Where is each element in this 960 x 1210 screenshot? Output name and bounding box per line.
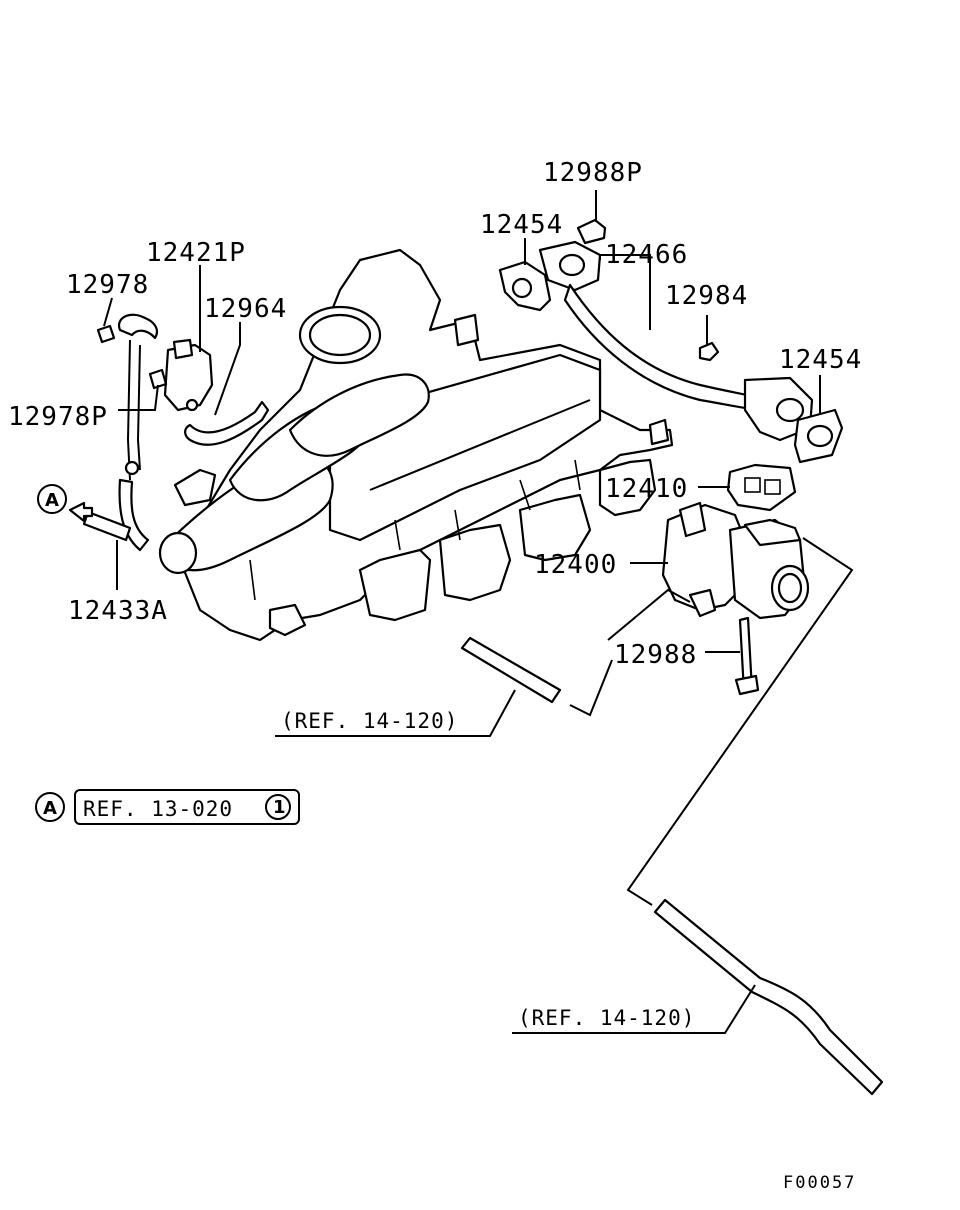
- marker-a-top: A: [37, 484, 67, 514]
- callout-12410: 12410: [605, 474, 688, 504]
- marker-a-bottom: A: [35, 792, 65, 822]
- callout-12421P: 12421P: [146, 238, 246, 268]
- reference-box-label: REF. 13-020: [83, 797, 233, 821]
- figure-id: F00057: [783, 1173, 856, 1193]
- leader-lines: [68, 190, 854, 1034]
- callout-12400: 12400: [534, 550, 617, 580]
- egr-assembly-drawing: [498, 218, 844, 696]
- callout-12978: 12978: [66, 270, 149, 300]
- callout-12984: 12984: [665, 281, 748, 311]
- reference-label-bottom: (REF. 14-120): [518, 1006, 695, 1030]
- svg-text:A: A: [45, 490, 59, 511]
- svg-text:A: A: [43, 798, 57, 819]
- intake-manifold-drawing: [158, 248, 674, 642]
- callout-12454-top: 12454: [480, 210, 563, 240]
- reference-box-circle-number: 1: [273, 797, 286, 818]
- callout-12988: 12988: [614, 640, 697, 670]
- reference-label-mid: (REF. 14-120): [281, 709, 458, 733]
- solenoid-hose-drawing: [82, 313, 270, 552]
- callout-12964: 12964: [204, 294, 287, 324]
- reference-box: REF. 13-020 1: [74, 789, 300, 825]
- callout-12433A: 12433A: [68, 596, 168, 626]
- callout-12466: 12466: [605, 240, 688, 270]
- callout-12988P: 12988P: [543, 158, 643, 188]
- callout-12454-right: 12454: [779, 345, 862, 375]
- loose-hoses-drawing: [460, 636, 884, 1096]
- callout-12978P: 12978P: [8, 402, 108, 432]
